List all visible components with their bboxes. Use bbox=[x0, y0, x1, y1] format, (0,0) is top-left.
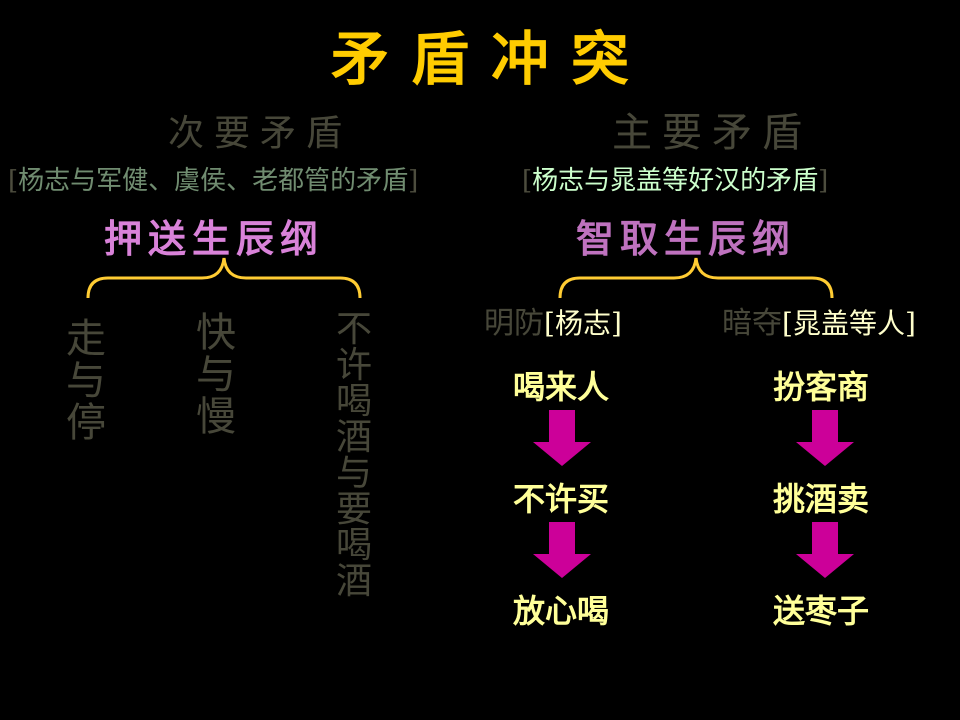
secret-seize-label: 暗夺 bbox=[722, 306, 782, 341]
fast-or-slow-item: 快与慢 bbox=[196, 310, 236, 440]
bracket-close: ] bbox=[818, 166, 829, 196]
walk-or-stop-item: 走与停 bbox=[66, 316, 106, 446]
step-left-3: 放心喝 bbox=[512, 592, 609, 630]
bracket-open: [ bbox=[782, 307, 793, 340]
left-brace bbox=[86, 257, 362, 299]
step-right-3: 送枣子 bbox=[772, 592, 869, 630]
down-arrow-icon bbox=[533, 522, 591, 578]
primary-conflict-heading: 主要矛盾 bbox=[612, 110, 812, 156]
open-defense-label: 明防 bbox=[484, 306, 544, 341]
bracket-open: [ bbox=[522, 166, 533, 196]
drink-conflict-item: 不许喝酒与要喝酒 bbox=[335, 309, 372, 602]
secret-seize-branch: 暗夺[晁盖等人] bbox=[722, 298, 916, 342]
step-right-1: 扮客商 bbox=[772, 368, 869, 406]
step-left-2: 不许买 bbox=[512, 480, 609, 518]
down-arrow-icon bbox=[796, 522, 854, 578]
primary-conflict-text: 杨志与晁盖等好汉的矛盾 bbox=[532, 166, 819, 196]
bracket-open: [ bbox=[8, 166, 19, 196]
step-left-1: 喝来人 bbox=[512, 368, 609, 406]
secondary-conflict-description: [杨志与军健、虞侯、老都管的矛盾] bbox=[8, 160, 418, 197]
open-defense-who: 杨志 bbox=[554, 307, 611, 340]
secondary-conflict-heading: 次要矛盾 bbox=[168, 113, 353, 154]
step-right-2: 挑酒卖 bbox=[772, 480, 869, 518]
bracket-close: ] bbox=[904, 307, 916, 340]
secret-seize-who: 晁盖等人 bbox=[792, 307, 905, 340]
escort-plan-label: 押送生辰纲 bbox=[104, 216, 325, 261]
down-arrow-icon bbox=[533, 410, 591, 466]
seize-plan-label: 智取生辰纲 bbox=[576, 216, 797, 261]
right-brace bbox=[558, 257, 834, 299]
primary-conflict-description: [杨志与晁盖等好汉的矛盾] bbox=[522, 160, 828, 197]
page-title: 矛盾冲突 bbox=[330, 25, 651, 93]
bracket-open: [ bbox=[544, 307, 555, 340]
down-arrow-icon bbox=[796, 410, 854, 466]
open-defense-branch: 明防[杨志] bbox=[484, 298, 622, 342]
bracket-close: ] bbox=[610, 307, 622, 340]
bracket-close: ] bbox=[408, 166, 419, 196]
secondary-conflict-text: 杨志与军健、虞侯、老都管的矛盾 bbox=[18, 166, 409, 196]
